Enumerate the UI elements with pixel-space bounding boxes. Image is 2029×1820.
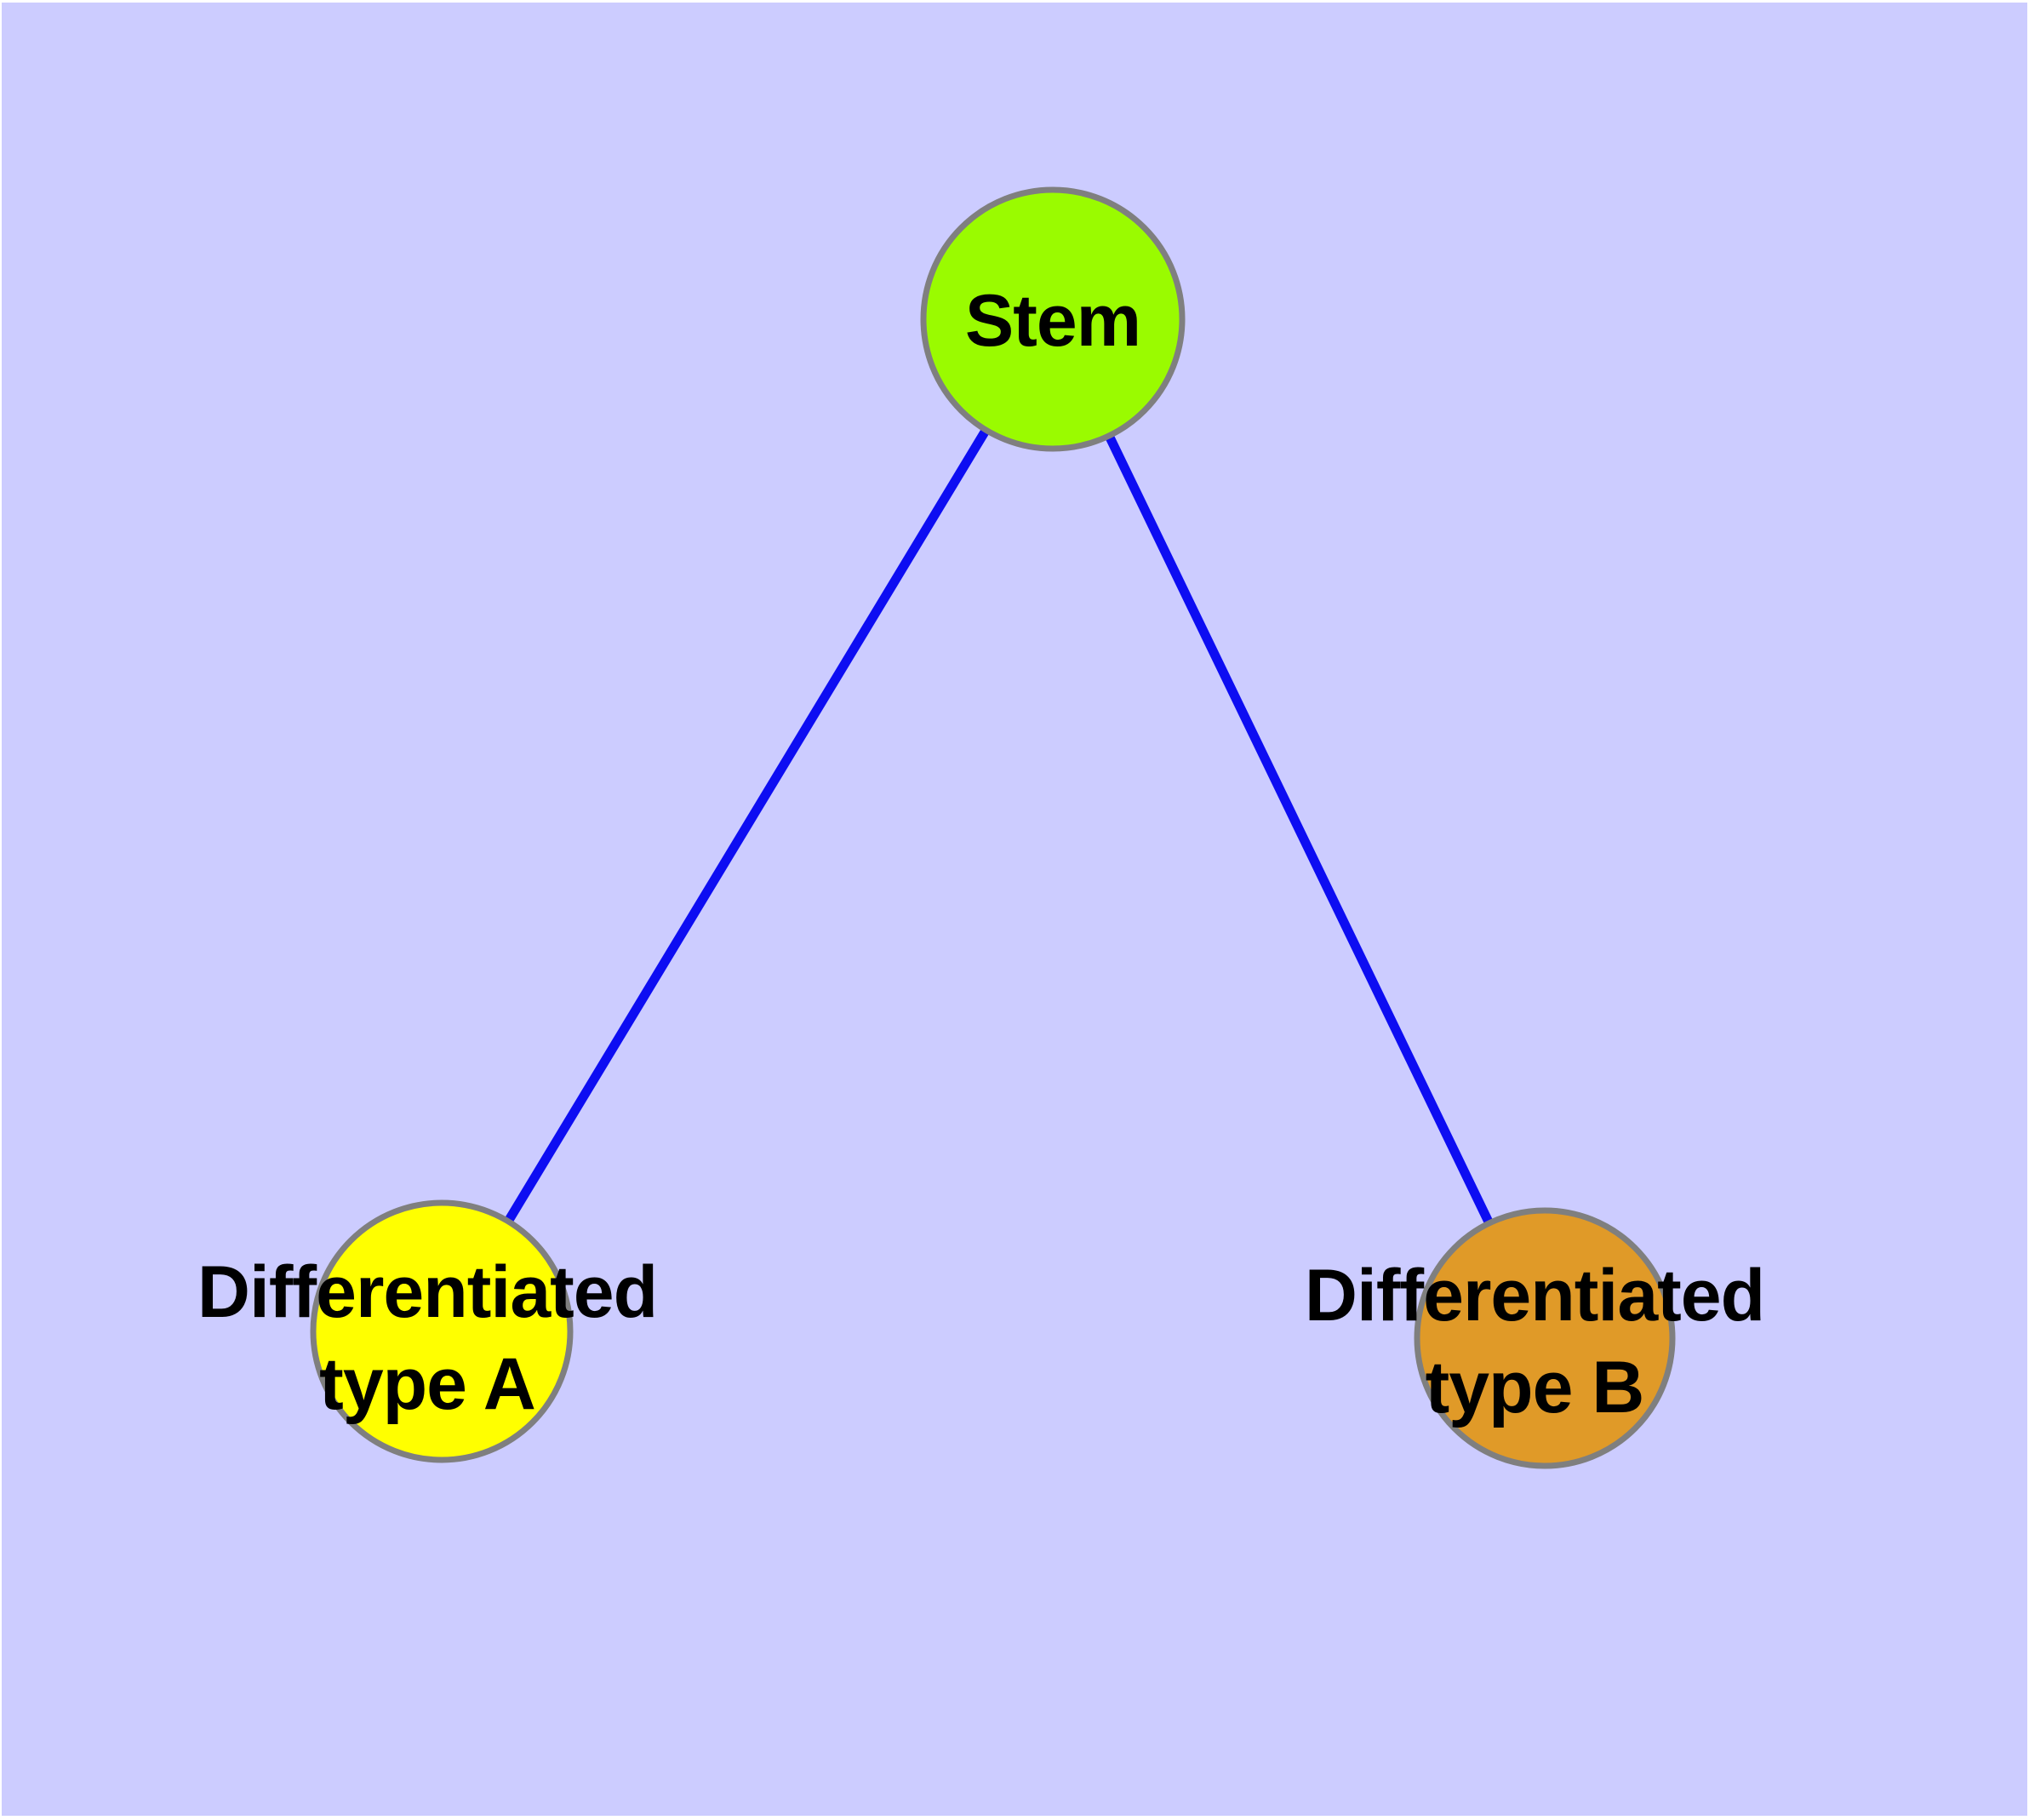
edge-stem-to-type-b [1049,317,1549,1341]
differentiated-type-a-node-circle [310,1199,574,1463]
differentiated-type-b-node-circle [1414,1207,1676,1469]
stem-node-label: Stem [964,280,1141,362]
stem-node-circle [920,186,1186,452]
differentiated-type-b-node-label: Differentiated type B [1304,1255,1765,1428]
differentiated-type-a-node-label: Differentiated type A [197,1251,658,1425]
edge-stem-to-type-a [437,317,1057,1334]
